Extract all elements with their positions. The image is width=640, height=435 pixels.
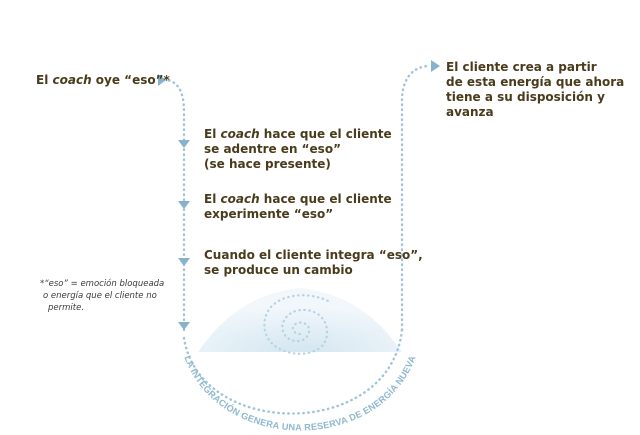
descending-path bbox=[162, 78, 186, 332]
footnote: *“eso” = emoción bloqueada o energía que… bbox=[40, 278, 164, 314]
ascending-path bbox=[400, 64, 432, 332]
step2-line2: experimente “eso” bbox=[204, 207, 334, 221]
end-label: El cliente crea a partir de esta energía… bbox=[446, 60, 624, 120]
end-line1: El cliente crea a partir bbox=[446, 60, 597, 74]
integration-curve bbox=[182, 328, 404, 415]
start-label-em: coach bbox=[52, 73, 92, 87]
step1-line3: (se hace presente) bbox=[204, 157, 331, 171]
end-line2: de esta energía que ahora bbox=[446, 75, 625, 89]
energy-reserve-mound bbox=[198, 288, 402, 352]
step2-line1: El coach hace que el cliente bbox=[204, 192, 392, 206]
end-line3: tiene a su disposición y bbox=[446, 90, 605, 104]
step1-arrow bbox=[178, 140, 190, 148]
step1-line2: se adentre en “eso” bbox=[204, 142, 341, 156]
start-label-line: El coach oye “eso”* bbox=[36, 73, 170, 87]
step1-line1: El coach hace que el cliente bbox=[204, 127, 392, 141]
footnote-line2: o energía que el cliente no bbox=[43, 291, 157, 301]
step2-label: El coach hace que el cliente experimente… bbox=[204, 192, 392, 222]
footnote-line3: permite. bbox=[48, 303, 85, 313]
step3-line1: Cuando el cliente integra “eso”, bbox=[204, 248, 423, 262]
step3-arrow bbox=[178, 258, 190, 266]
end-arrow bbox=[431, 60, 440, 72]
footnote-line1: *“eso” = emoción bloqueada bbox=[40, 279, 165, 289]
step1-label: El coach hace que el cliente se adentre … bbox=[204, 127, 392, 172]
bottom-arrow bbox=[178, 322, 190, 330]
step3-line2: se produce un cambio bbox=[204, 263, 353, 277]
step2-arrow bbox=[178, 201, 190, 209]
start-label: El coach oye “eso”* bbox=[36, 73, 170, 88]
step3-label: Cuando el cliente integra “eso”, se prod… bbox=[204, 248, 423, 278]
start-arrow bbox=[158, 74, 166, 86]
end-line4: avanza bbox=[446, 105, 494, 119]
spiral-dots bbox=[263, 294, 332, 355]
curve-caption-text: LA INTEGRACIÓN GENERA UNA RESERVA DE ENE… bbox=[182, 354, 417, 433]
curve-caption: LA INTEGRACIÓN GENERA UNA RESERVA DE ENE… bbox=[182, 354, 417, 433]
